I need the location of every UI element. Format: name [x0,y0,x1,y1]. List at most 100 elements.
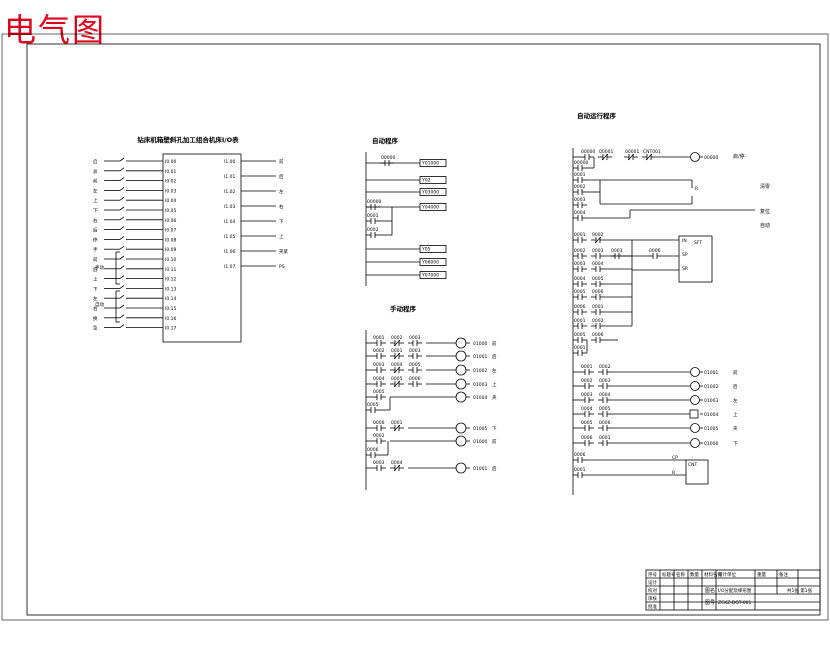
contact-label: 0002 [373,433,385,439]
io-output-label: 后 [279,173,284,180]
sequence-output-label: 前 [733,369,738,376]
contact-label: 0003 [574,261,586,267]
contact-label: 0006 [574,452,586,458]
contact-label: 0001 [574,345,586,351]
io-output-addr: I1.04 [224,219,235,225]
contact-label: 0005 [373,389,385,395]
contact-slash [601,153,609,161]
title-block-header-cell: 序号 [648,571,657,578]
io-switch [119,245,125,250]
io-switch [119,265,125,270]
contact-slash [594,236,602,244]
auto-coil-box [419,159,447,167]
io-input-label: 下 [93,286,98,292]
io-switch [119,167,125,172]
contact-label: 00001 [599,149,613,155]
io-input-label: 上 [93,197,98,204]
io-input-label: 右 [93,305,98,312]
sequence-output-addr: 01001 [704,370,718,376]
contact-label: 0006 [373,420,385,426]
contact-slash [627,153,635,161]
contact-slash [393,464,401,472]
contact-label: 0004 [574,276,586,282]
top-output-label: 启/停 [733,153,745,160]
auto-coil-label: Y05 [421,247,431,253]
plc-block [162,153,242,343]
contact-label: 0002 [592,232,604,238]
sequence-output-coil [689,409,699,419]
drawing-no: ZCKZ-DQT-001 [718,600,751,606]
contact-label: 0004 [592,261,604,267]
title-block: 序号标题号名称数量材料名称设计单位重量备注 设计校对审核批准 图名 I/O分配及… [645,569,821,611]
auto-coil-box [419,203,447,211]
contact-label: 0003 [373,460,385,466]
contact-label: 0002 [581,378,593,384]
contact-label: 0003 [409,348,421,354]
contact-label: 00000 [581,149,595,155]
drawing-name: I/O分配及梯形图 [718,587,752,594]
title-block-header-cell: 重量 [757,571,766,578]
io-output-label: 夹紧 [279,248,288,255]
contact-label: 0005 [574,289,586,295]
io-output-addr: I1.07 [224,264,235,270]
contact-label: 00000 [574,160,588,166]
io-output-addr: I1.02 [224,189,235,195]
contact-label: 0001 [574,467,586,473]
contact-label: 0006 [581,435,593,441]
contact-label: 0006 [599,420,611,426]
contact-label: 0004 [574,210,586,216]
io-output-addr: I1.06 [224,249,235,255]
sequence-output-addr: 01003 [704,398,718,404]
contact-label: 0002 [367,227,379,233]
io-switch [119,255,125,260]
manual-output-label: 后 [492,353,497,360]
io-input-addr: I0.17 [165,326,176,332]
auto-coil-label: Y07000 [421,273,439,279]
io-input-label: 手 [93,246,98,253]
contact-label: 0003 [599,378,611,384]
io-input-addr: I0.05 [165,208,176,214]
counter-block [685,459,709,485]
io-switch [119,157,125,162]
contact-label: 0001 [574,232,586,238]
title-block-row-label: 设计 [648,579,657,586]
io-switch [119,226,125,230]
sequence-output-addr: 01004 [704,412,718,418]
manual-output-coil [455,350,467,362]
io-input-addr: I0.12 [165,277,176,283]
contact-label: 0005 [367,402,379,408]
contact-slash [393,352,401,360]
contact-label: 0005 [574,332,586,338]
io-switch [119,275,125,279]
manual-output-label: 前 [492,438,497,445]
contact-slash [393,339,401,347]
contact-label: 0004 [581,406,593,412]
sequence-output-coil [690,395,700,405]
io-switch [119,294,125,299]
contact-label: 0002 [574,248,586,254]
contact-label: 0003 [611,248,623,254]
side-label-reset: 复位 [760,208,770,215]
auto-coil-box [419,245,447,253]
sequence-output-addr: 01005 [704,426,718,432]
manual-output-addr: 01004 [473,395,487,401]
io-switch [119,314,125,319]
title-block-row-label: 批准 [648,603,657,610]
contact-slash [393,380,401,388]
io-input-label: 下 [93,208,98,214]
io-input-label: 停 [93,236,98,243]
io-input-label: 后 [93,266,98,273]
contact-slash [393,424,401,432]
manual-output-coil [455,462,467,474]
contact-label: CNT001 [643,149,661,155]
contact-label: 0001 [367,213,379,219]
manual-output-label: 下 [492,426,497,432]
contact-label: 0003 [373,362,385,368]
manual-output-addr: 01003 [473,382,487,388]
io-switch [119,196,125,201]
auto-coil-label: Y03000 [421,190,439,196]
contact-label: 0002 [599,364,611,370]
contact-label: 00000 [381,155,395,161]
